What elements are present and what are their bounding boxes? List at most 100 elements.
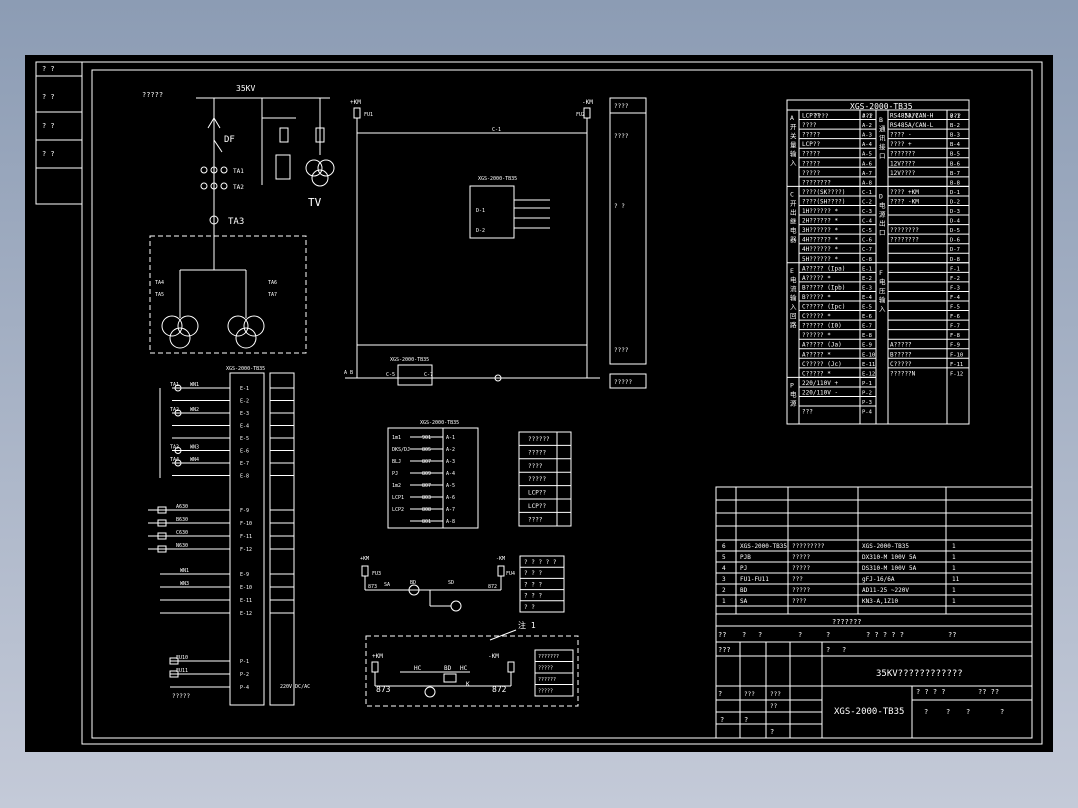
primary-diagram: ????? 35KV DF TA1 TA2 TA3 TV TA4 TA5 — [142, 84, 335, 354]
terminal-signal: ?????? * — [802, 332, 831, 339]
terminal-group-label: 源 — [879, 209, 886, 218]
terminal-id: B-2 — [950, 123, 960, 129]
header-cell: ? — [742, 631, 746, 639]
terminal-group-label: 电 — [879, 200, 886, 209]
terminal-signal: ???????? — [890, 227, 919, 234]
terminal-id: E-1 — [862, 266, 872, 272]
switch-wire-number: 805 — [422, 447, 431, 453]
resistor-symbol — [275, 154, 291, 180]
power-note: 220V DC/AC — [280, 684, 310, 690]
switch-terminal: A-7 — [446, 507, 455, 513]
switch-wire-number: 807 — [422, 483, 431, 489]
ta4-label: TA4 — [155, 280, 164, 286]
terminal-id: D-7 — [950, 247, 960, 253]
terminal-signal: ??? — [802, 409, 813, 416]
legend-item: ????? — [538, 689, 553, 695]
km-plus-label: +KM — [360, 556, 369, 562]
terminal-label: E-4 — [240, 424, 249, 430]
terminal-id: F-2 — [950, 276, 960, 282]
terminal-signal: ????? — [802, 151, 820, 158]
terminal-group-label: 继 — [790, 216, 797, 225]
terminal-id: F-11 — [950, 362, 963, 368]
terminal-label: P-1 — [240, 659, 249, 665]
n1-label: 873 — [368, 584, 377, 590]
legend-item: ???? — [528, 516, 543, 523]
n2-label: 872 — [492, 685, 507, 694]
switch-terminal: A-8 — [446, 519, 455, 525]
terminal-label: E-8 — [240, 474, 249, 480]
terminal-id: B-5 — [950, 152, 960, 158]
terminal-label: P-2 — [240, 672, 249, 678]
terminal-group-label: 入 — [879, 305, 886, 313]
switch-input-label: BLJ — [392, 459, 401, 465]
terminal-id: A-7 — [862, 171, 872, 177]
terminal-id: C-8 — [862, 257, 872, 263]
sign-cell: ??? — [744, 691, 755, 698]
part-qty: 1 — [952, 554, 956, 561]
legend-item: LCP?? — [528, 490, 546, 497]
terminal-label: E-5 — [240, 436, 249, 442]
terminal-group-label: 开 — [790, 199, 797, 207]
wire-label: C630 — [176, 530, 188, 536]
strip-item: ???? — [614, 133, 629, 140]
terminal-id: E-9 — [862, 343, 872, 349]
terminal-group-label: 流 — [790, 284, 797, 293]
lower-device — [397, 364, 433, 386]
terminal-id: P-3 — [862, 400, 872, 406]
ta-label: TA2 — [170, 407, 179, 413]
tv-transformer — [305, 159, 335, 187]
ta3-label: TA3 — [228, 217, 244, 227]
sheet-mark: ? — [966, 708, 970, 716]
ta-label: TA3 — [170, 445, 179, 451]
switch-terminal: A-2 — [446, 447, 455, 453]
k-label: K — [466, 681, 470, 688]
terminal-signal: B????? — [890, 351, 912, 358]
terminal-id: B-6 — [950, 161, 960, 167]
legend-caption: ??????? — [832, 618, 862, 626]
terminal-label: E-10 — [240, 585, 252, 591]
terminal-id: B-4 — [950, 142, 961, 148]
switch-input-label: LCP2 — [392, 507, 404, 513]
n1-label: 873 — [376, 685, 391, 694]
fuse-symbol — [315, 127, 325, 143]
terminal-group-label: 通 — [879, 124, 886, 133]
legend-item: ? ? ? — [524, 593, 542, 600]
part-number: 5 — [722, 554, 726, 561]
part-model: KN3-A,1Z10 — [862, 598, 899, 605]
part-number: 6 — [722, 543, 726, 550]
terminal-signal: 220/110V + — [802, 380, 839, 387]
part-qty: 1 — [952, 543, 956, 550]
sd-label: SD — [448, 580, 454, 586]
part-code: PJ — [740, 565, 747, 572]
terminal-signal: C????? * — [802, 313, 831, 320]
sign-cell: ?? — [770, 703, 778, 710]
km-minus-label: -KM — [496, 556, 505, 562]
legend-item: LCP?? — [528, 503, 546, 510]
legend-item: ?????? — [538, 677, 556, 683]
part-number: 1 — [722, 598, 726, 605]
part-code: XGS-2000-TB35 — [740, 543, 787, 550]
ta7-label: TA7 — [268, 292, 277, 298]
device-label: XGS-2000-TB35 — [226, 366, 265, 372]
ct-symbol — [174, 409, 182, 417]
switch-terminal: A-1 — [446, 435, 455, 441]
switch-terminal: A-4 — [446, 471, 455, 477]
terminal-id: C-4 — [862, 219, 873, 225]
terminal-signal: ?????? (I0) — [802, 323, 842, 330]
terminal-id: D-5 — [950, 228, 960, 234]
terminal-label: E-2 — [240, 399, 249, 405]
terminal-signal: RS485A/CAN-H — [890, 113, 934, 120]
fuse-symbol — [157, 532, 167, 540]
ab-label: A B — [344, 370, 353, 376]
switch-wire-number: 808 — [422, 507, 431, 513]
terminal-signal: ????? — [802, 132, 820, 139]
ta-label: TA1 — [170, 382, 179, 388]
strip-item: ? ? — [614, 203, 625, 210]
fu2-label: FU2 — [576, 112, 585, 118]
terminal-group-label: 器 — [790, 235, 797, 243]
wire-label: WN1 — [180, 568, 189, 574]
bd-label: BD — [410, 580, 416, 586]
terminal-signal: 3H?????? * — [802, 227, 839, 234]
header-cell: ? ? ? ? ? — [866, 631, 904, 639]
